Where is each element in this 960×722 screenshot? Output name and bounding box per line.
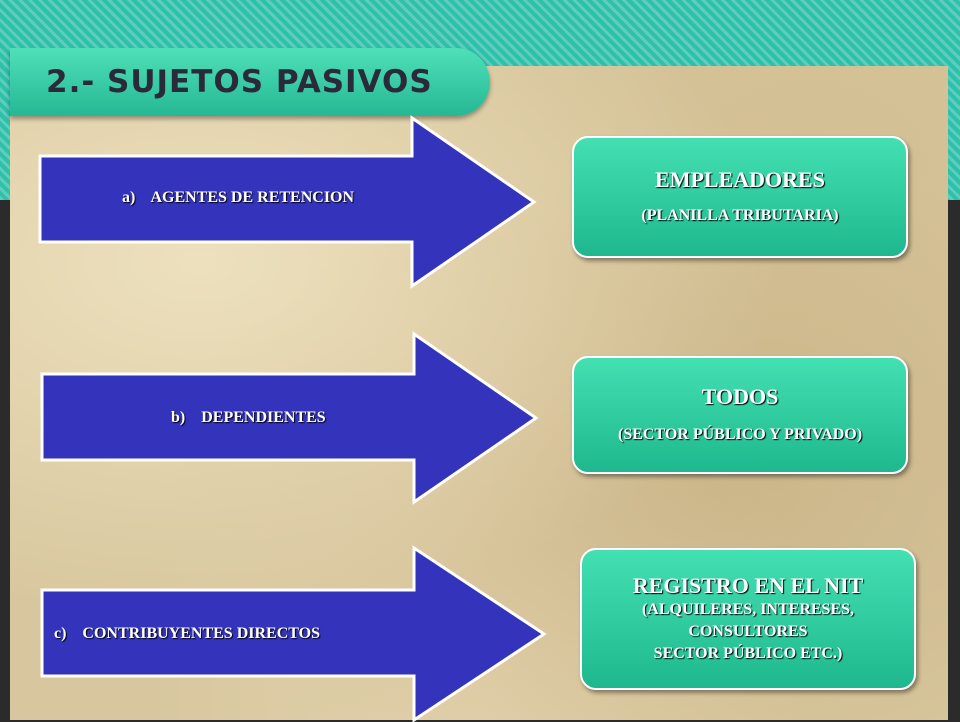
arrow-agentes-de-retencion [38, 115, 537, 289]
arrow-label-dependientes: b) DEPENDIENTES [171, 409, 326, 426]
slide-title: 2.- SUJETOS PASIVOS [46, 64, 433, 100]
arrow-label-agentes-de-retencion: a) AGENTES DE RETENCION [122, 189, 355, 206]
box-subtitle-planilla: (PLANILLA TRIBUTARIA) [641, 207, 839, 224]
box-subtitle-sector: (SECTOR PÚBLICO Y PRIVADO) [617, 426, 863, 443]
box-todos: TODOS (SECTOR PÚBLICO Y PRIVADO) [572, 356, 908, 474]
arrow-label-contribuyentes-directos: c) CONTRIBUYENTES DIRECTOS [54, 625, 320, 642]
arrow-dependientes [40, 331, 539, 505]
box-subtitle-line-1: (ALQUILERES, INTERESES, [641, 601, 855, 618]
box-registro-nit: REGISTRO EN EL NIT (ALQUILERES, INTERESE… [580, 548, 916, 690]
box-subtitle-line-3: SECTOR PÚBLICO ETC.) [653, 645, 843, 662]
box-title-registro-nit: REGISTRO EN EL NIT [632, 573, 864, 598]
box-subtitle-line-2: CONSULTORES [688, 623, 808, 640]
box-empleadores: EMPLEADORES (PLANILLA TRIBUTARIA) [572, 136, 908, 258]
box-title-todos: TODOS [701, 384, 779, 409]
arrow-contribuyentes-directos [40, 545, 547, 722]
title-banner [10, 48, 490, 116]
box-title-empleadores: EMPLEADORES [655, 167, 825, 192]
